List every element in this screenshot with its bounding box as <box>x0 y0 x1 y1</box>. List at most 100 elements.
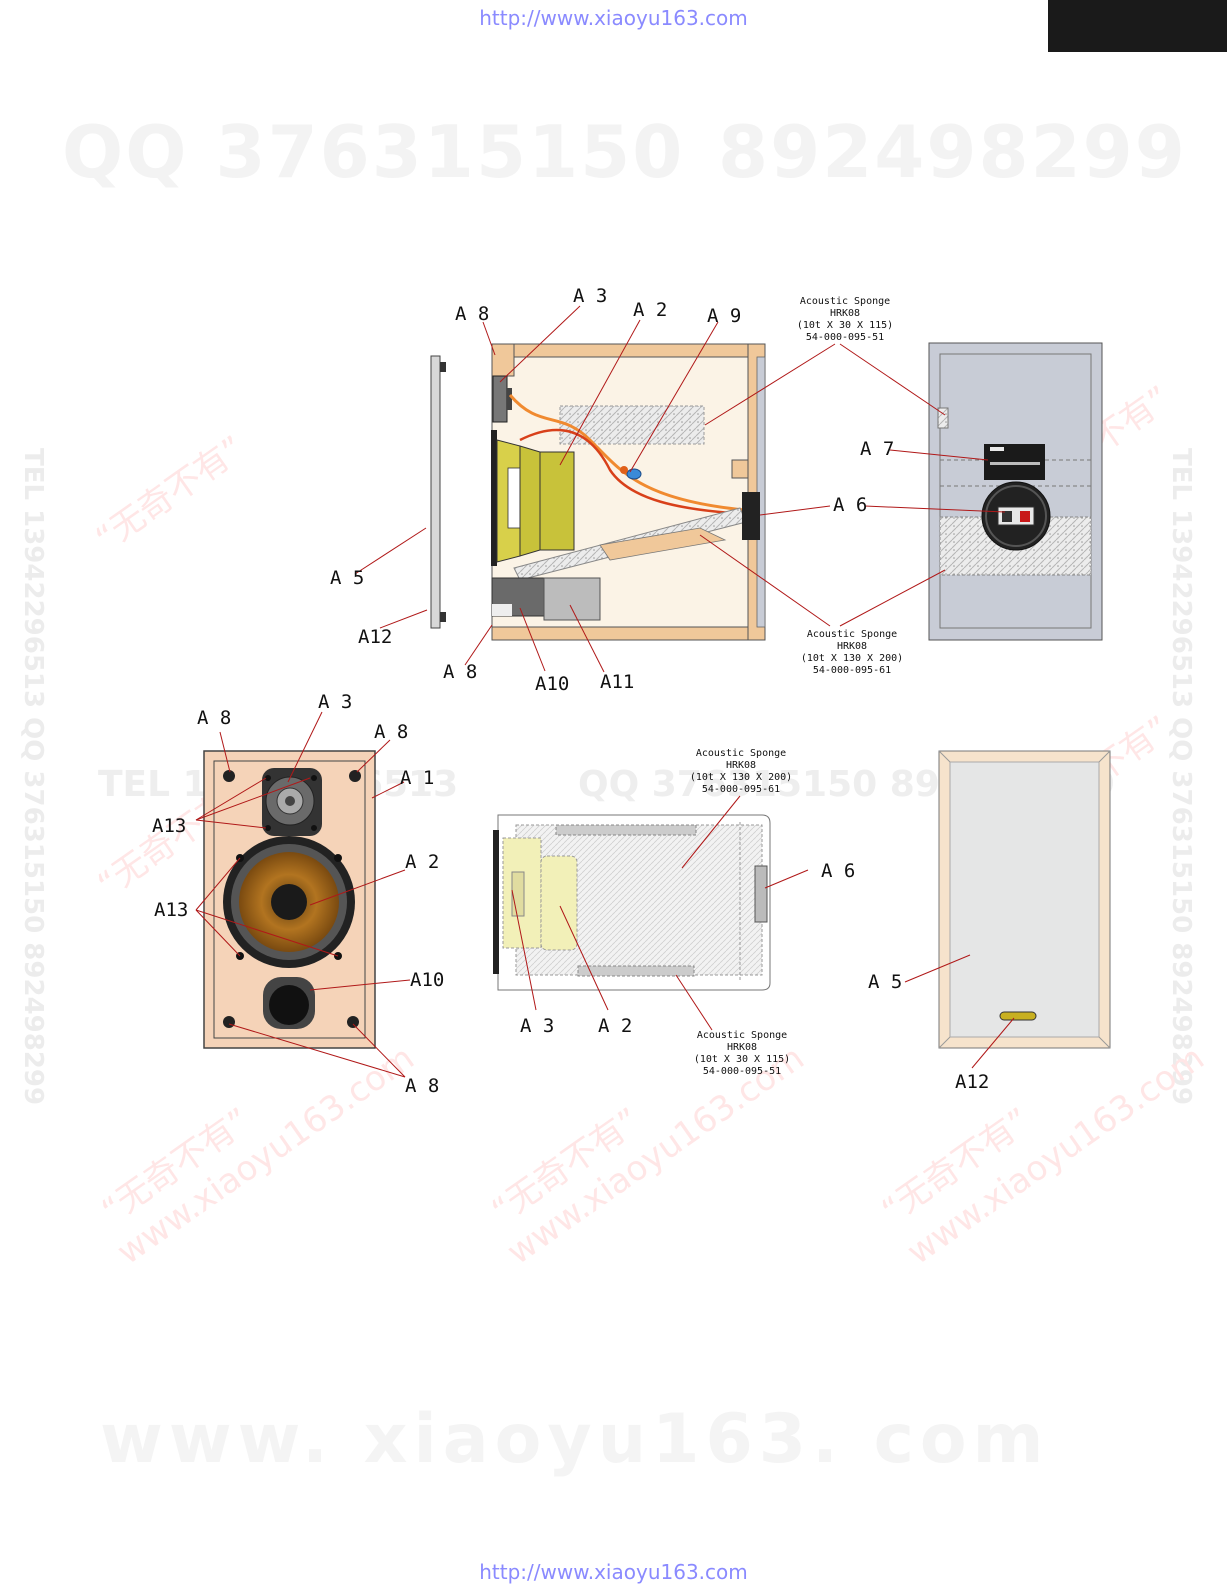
cabinet-bottom-wall <box>491 626 766 641</box>
back-sponge-small <box>937 407 949 429</box>
brace-block <box>731 459 749 479</box>
top-view-terminal <box>754 865 768 923</box>
label-a8-front-tr: A 8 <box>374 721 408 743</box>
sponge-note-3-model: HRK08 <box>726 760 756 771</box>
sponge-note-3-size: (10t X 130 X 200) <box>690 772 792 783</box>
label-a9: A 9 <box>707 305 741 327</box>
back-view <box>928 342 1103 641</box>
label-a2-front: A 2 <box>405 851 439 873</box>
sponge-note-4-size: (10t X 30 X 115) <box>694 1054 790 1065</box>
sponge-note-1-size: (10t X 30 X 115) <box>797 320 893 331</box>
label-a8-side: A 8 <box>443 661 477 683</box>
tweeter-back <box>507 388 512 410</box>
sponge-note-1-part: 54-000-095-51 <box>806 332 884 343</box>
label-a2-top: A 2 <box>633 299 667 321</box>
port-tube-a11 <box>543 577 601 621</box>
front-panel-inner <box>213 760 366 1039</box>
sponge-note-4-model: HRK08 <box>727 1042 757 1053</box>
port-flare <box>492 604 512 616</box>
label-a2-topview: A 2 <box>598 1015 632 1037</box>
sponge-note-2-size: (10t X 130 X 200) <box>801 653 903 664</box>
grille-side <box>430 355 441 629</box>
label-a5-grille: A 5 <box>868 971 902 993</box>
sponge-note-2-title: Acoustic Sponge <box>807 629 897 640</box>
sponge-note-2-model: HRK08 <box>837 641 867 652</box>
top-view-sponge-strip-top <box>555 824 697 836</box>
terminal-red <box>1020 511 1030 522</box>
terminal-side <box>742 492 760 540</box>
header-url[interactable]: http://www.xiaoyu163.com <box>479 6 748 30</box>
grille-peg-top <box>440 362 446 372</box>
sponge-note-1-title: Acoustic Sponge <box>800 296 890 307</box>
screw-bottom-right <box>347 1016 359 1028</box>
sponge-note-4-part: 54-000-095-51 <box>703 1066 781 1077</box>
sponge-note-3-part: 54-000-095-61 <box>702 784 780 795</box>
wire-orange <box>508 394 746 512</box>
wire-red <box>519 428 746 516</box>
label-a13-woofer: A13 <box>154 899 188 921</box>
label-a11: A11 <box>600 671 634 693</box>
back-panel-inner <box>939 353 1092 629</box>
label-a5-side: A 5 <box>330 567 364 589</box>
label-a10-side: A10 <box>535 673 569 695</box>
sponge-note-1-model: HRK08 <box>830 308 860 319</box>
grille-front-view <box>938 750 1111 1049</box>
label-a8-front-bottom: A 8 <box>405 1075 439 1097</box>
grille-bevel-1 <box>938 750 951 763</box>
grille-bevel-3 <box>938 1036 951 1049</box>
watermark-www-bottom: www. xiaoyu163. com <box>100 1400 1050 1479</box>
tweeter-screw-1 <box>265 775 271 781</box>
tweeter-screw-4 <box>311 825 317 831</box>
label-plate-logo <box>990 447 1004 451</box>
grille-cloth <box>949 761 1100 1038</box>
capacitor-blue <box>626 468 642 480</box>
sponge-note-2-part: 54-000-095-61 <box>813 665 891 676</box>
watermark-qq-right: 892498299 <box>718 110 1187 194</box>
screw-top-right <box>349 770 361 782</box>
sponge-note-3-title: Acoustic Sponge <box>696 748 786 759</box>
terminal-ring <box>985 485 1047 547</box>
label-a12-grille: A12 <box>955 1071 989 1093</box>
label-plate-text <box>990 462 1040 465</box>
woofer-screw-2 <box>334 854 342 862</box>
tweeter-side <box>492 375 508 423</box>
label-a7: A 7 <box>860 438 894 460</box>
woofer-magnet <box>539 451 575 551</box>
baffle-front <box>491 430 497 566</box>
grille-bevel-4 <box>1098 1036 1111 1049</box>
terminal-black <box>1002 511 1012 522</box>
screw-bottom-left <box>223 1016 235 1028</box>
woofer-basket <box>519 445 541 557</box>
grille-peg-bottom <box>440 612 446 622</box>
label-a12-side: A12 <box>358 626 392 648</box>
port-opening <box>269 985 309 1025</box>
top-view-tweeter <box>511 871 525 917</box>
label-a8-front-tl: A 8 <box>197 707 231 729</box>
top-view-woofer-magnet <box>540 855 578 951</box>
leader-lines <box>195 305 1015 1078</box>
footer-url[interactable]: http://www.xiaoyu163.com <box>479 1560 748 1584</box>
label-a3-front: A 3 <box>318 691 352 713</box>
grille-badge-a12 <box>999 1011 1037 1021</box>
label-a1: A 1 <box>400 767 434 789</box>
header-black-tab <box>1048 0 1227 52</box>
top-section-view <box>493 814 771 991</box>
sponge-note-4-title: Acoustic Sponge <box>697 1030 787 1041</box>
top-view-baffle <box>493 830 499 974</box>
tweeter-screw-2 <box>311 775 317 781</box>
label-a6-back: A 6 <box>833 494 867 516</box>
label-a13-tweeter: A13 <box>152 815 186 837</box>
sloped-brace <box>599 527 727 561</box>
label-a3-topview: A 3 <box>520 1015 554 1037</box>
tweeter-center <box>285 796 295 806</box>
label-a3-top: A 3 <box>573 285 607 307</box>
grille-bevel-2 <box>1098 750 1111 763</box>
label-a10-front: A10 <box>410 969 444 991</box>
tweeter-screw-3 <box>265 825 271 831</box>
screw-top-left <box>223 770 235 782</box>
watermark-qq-left: QQ 376315150 <box>62 110 685 194</box>
side-section-view <box>430 343 766 641</box>
top-view-sponge-strip-bottom <box>577 965 695 977</box>
label-a6-top: A 6 <box>821 860 855 882</box>
